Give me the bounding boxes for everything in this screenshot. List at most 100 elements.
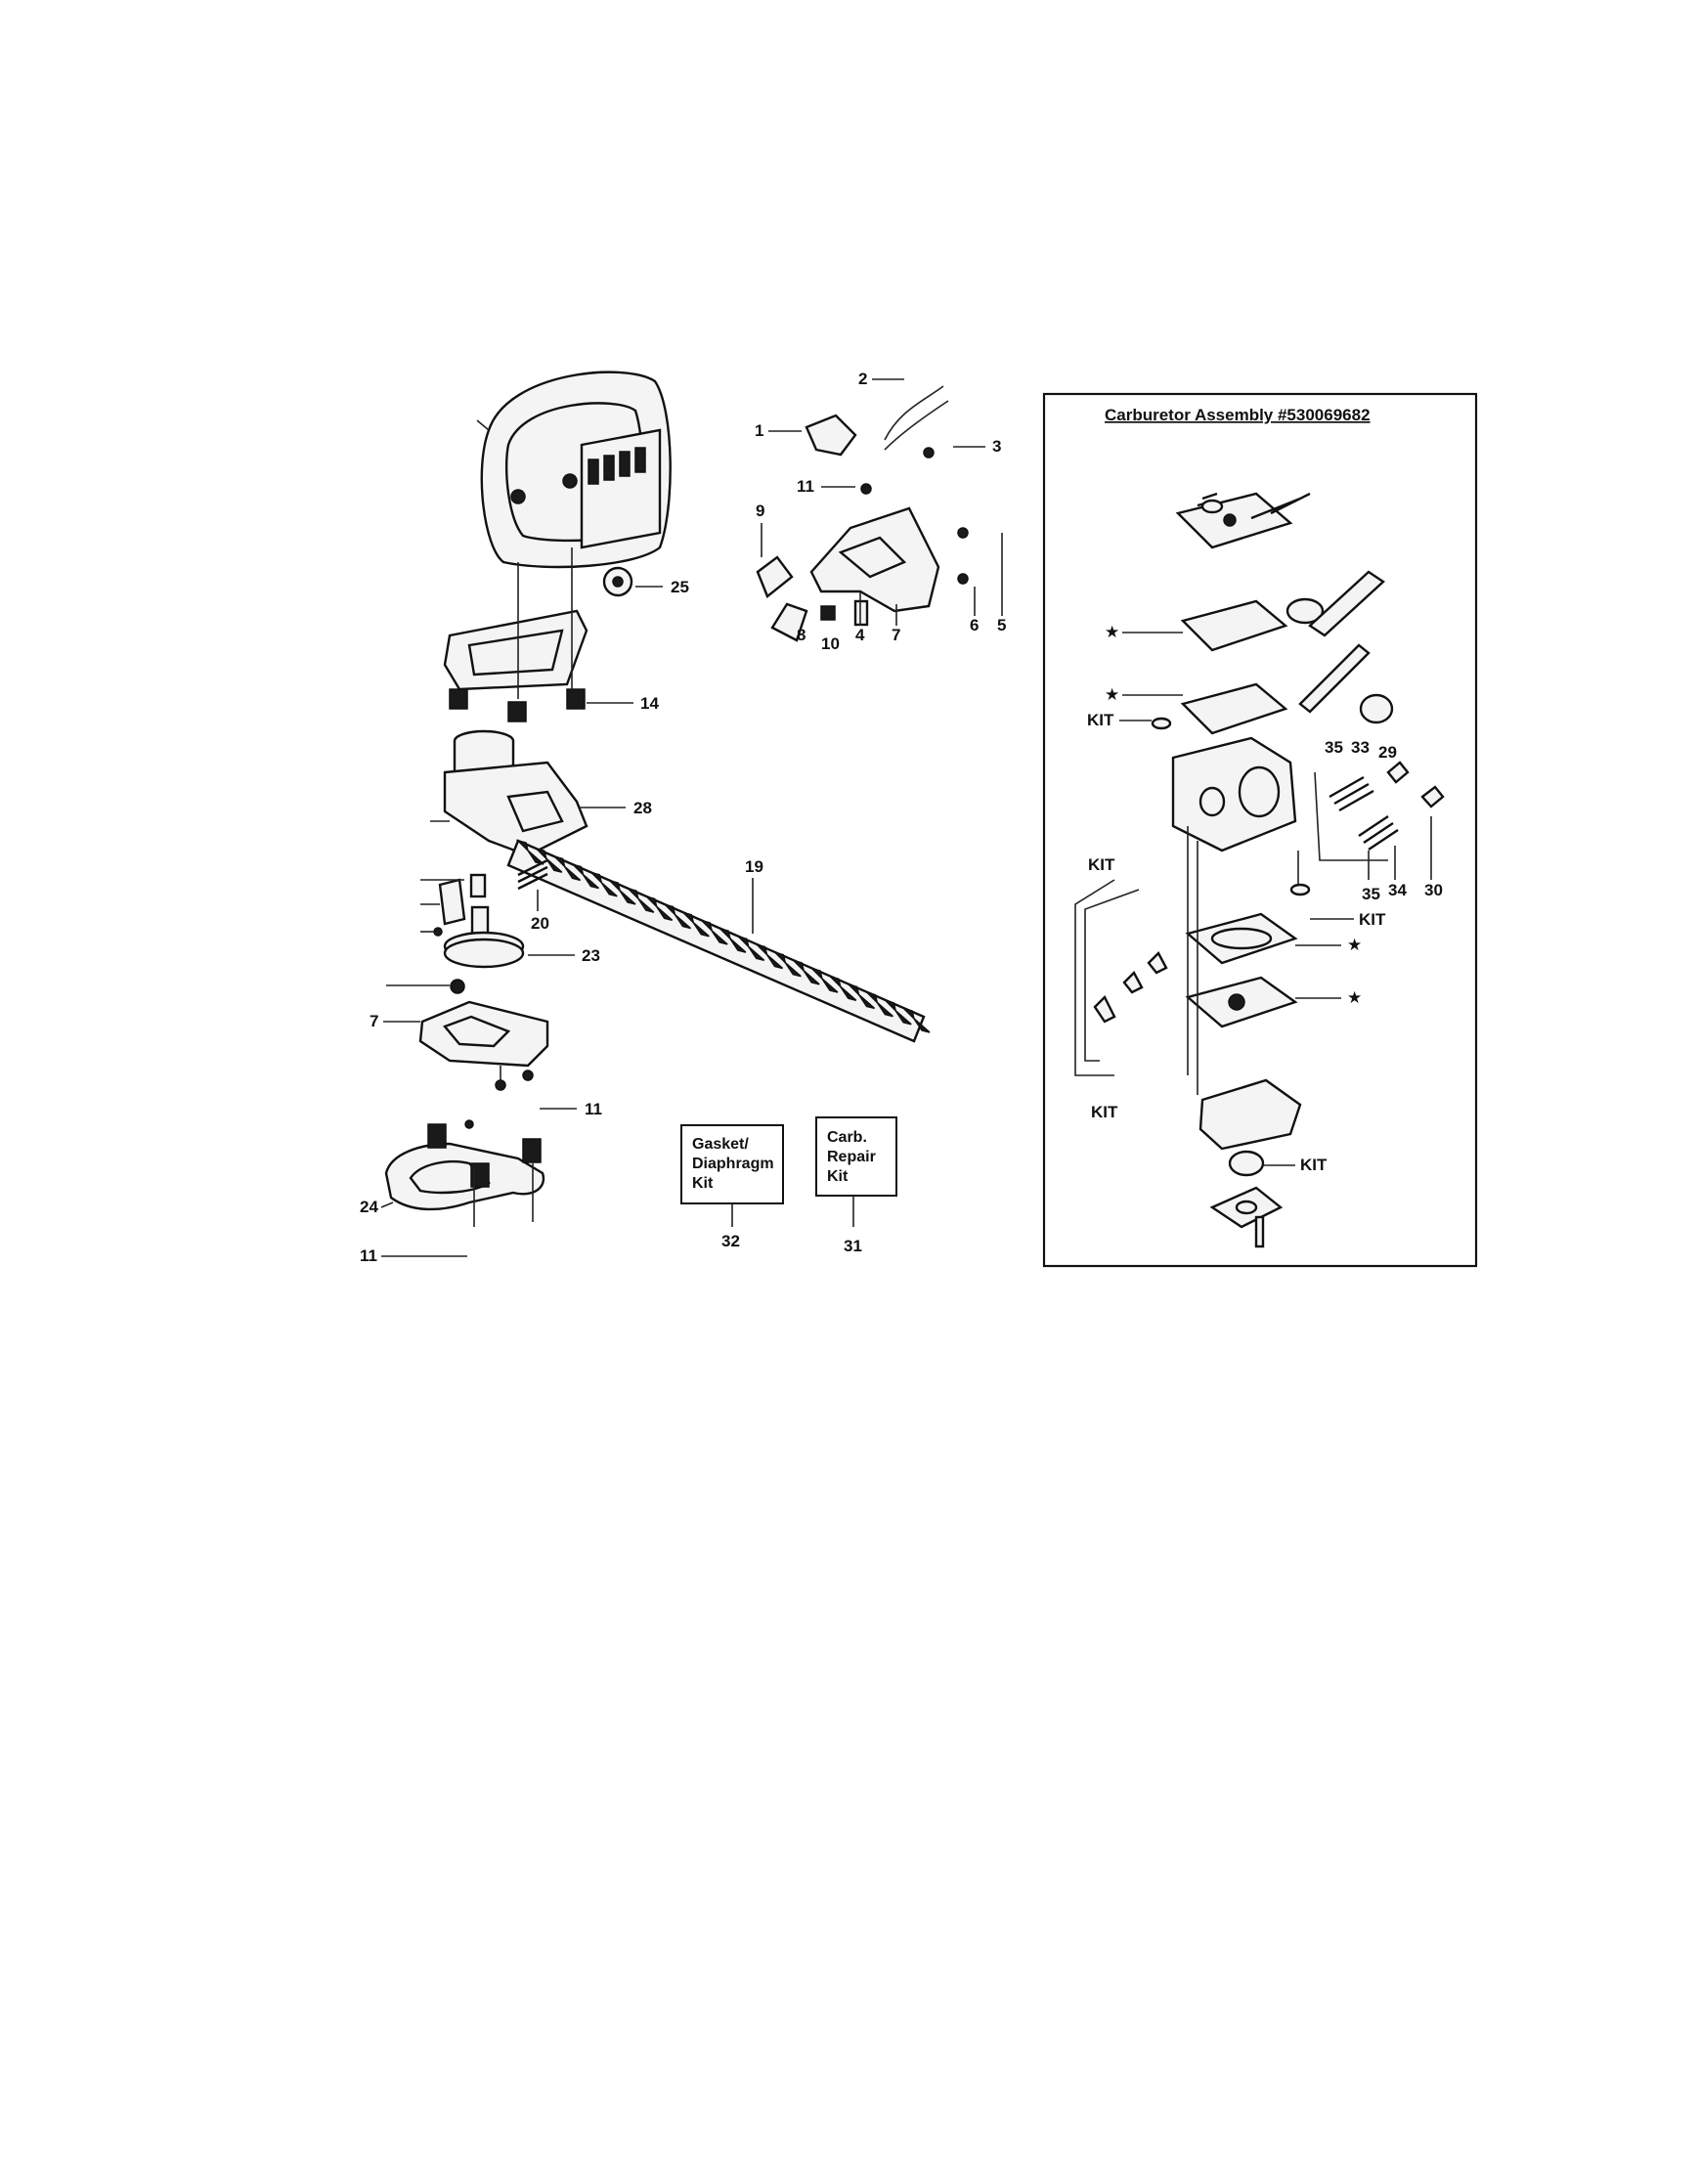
label-1: 1 [755,421,763,440]
kit-box-31-line1: Carb. [827,1129,867,1146]
carburetor-labels: ★ ★ KIT KIT KIT KIT KIT 35 33 29 35 34 3… [1087,623,1443,1174]
blade-tooth [545,857,563,873]
blade-tooth [582,874,599,890]
blade-tooth [729,938,747,953]
gearbox-housing [430,729,588,857]
kit-box-32-number: 32 [721,1232,740,1250]
carb-star-3: ★ [1347,936,1362,954]
blade-tooth [828,975,843,989]
blade-tooth [644,895,659,909]
blade-tooth [534,847,548,861]
label-4: 4 [855,626,865,644]
carb-kit-1: KIT [1087,711,1114,729]
label-11-bottom: 11 [360,1246,377,1265]
blade-tooth [755,943,768,957]
blade-tooth [913,1018,931,1033]
label-8: 8 [797,626,806,644]
label-28: 28 [633,799,652,817]
carb-kit-5: KIT [1300,1156,1328,1174]
label-3: 3 [992,437,1001,456]
label-23: 23 [582,946,600,965]
blade-tooth [821,978,839,993]
lower-handle-24 [384,1119,545,1227]
blade-tooth [765,953,784,970]
blade-tooth [784,962,802,978]
blade-tooth [674,913,691,930]
front-handle [476,371,672,569]
blade-tooth [883,999,897,1014]
blade-tooth [718,927,732,941]
label-20: 20 [531,914,549,933]
kit-box-31-line2: Repair [827,1149,876,1165]
gear-assembly [433,873,525,994]
kit-box-32-line2: Diaphragm [692,1156,774,1172]
blade-tooth [680,911,695,926]
label-7-top: 7 [892,626,900,644]
carb-label-30: 30 [1424,881,1443,899]
kit-box-32-line3: Kit [692,1175,714,1192]
blade-tooth [570,863,585,878]
blade-tooth [840,985,857,1001]
blade-tooth [699,919,714,934]
kit-box-32-line1: Gasket/ [692,1136,749,1153]
carb-repair-kit-box: Carb. Repair Kit 31 [815,1116,897,1255]
label-2: 2 [858,370,867,388]
label-11-top: 11 [797,477,814,496]
blade-tooth [588,871,603,886]
hedge-blade [506,839,926,1043]
carburetor-title: Carburetor Assembly #530069682 [1105,406,1371,424]
carb-star-1: ★ [1105,623,1119,641]
carb-label-29: 29 [1378,743,1397,762]
throttle-cover [809,447,969,613]
gear-cover [418,1000,549,1091]
trigger-9 [756,555,869,642]
part-labels: 2 1 3 11 9 6 5 8 10 4 7 25 14 28 19 20 2… [360,370,1006,1265]
blade-tooth [876,1002,893,1018]
blade-tooth [619,890,636,905]
carb-label-35-top: 35 [1325,738,1343,757]
label-9: 9 [756,502,764,520]
carb-star-2: ★ [1105,685,1119,704]
wire-2 [884,385,949,451]
blade-tooth [809,967,824,982]
blade-tooth [626,887,640,901]
blade-tooth [791,959,806,974]
spring-20 [517,858,548,891]
carb-kit-3: KIT [1359,910,1386,929]
label-14: 14 [640,694,659,713]
carb-label-35-bottom: 35 [1362,885,1380,903]
label-11-mid: 11 [585,1100,602,1118]
blade-teeth [515,839,931,1033]
blade-tooth [864,991,879,1006]
carb-label-34: 34 [1388,881,1407,899]
blade-tooth [515,839,530,853]
switch-1 [805,414,857,457]
blade-tooth [552,854,567,869]
carb-kit-2: KIT [1088,855,1115,874]
label-6: 6 [970,616,979,634]
label-25: 25 [671,578,689,596]
carburetor-box [1042,392,1478,1268]
carb-label-33: 33 [1351,738,1370,757]
blade-tooth [772,951,787,966]
blade-tooth [663,903,676,917]
blade-tooth [736,935,751,949]
label-5: 5 [997,616,1006,634]
label-10: 10 [821,634,840,653]
label-7-bottom: 7 [370,1012,378,1030]
blade-tooth [857,993,876,1010]
blade-tooth [847,983,860,997]
carburetor-parts [1074,492,1445,1248]
gasket-diaphragm-kit-box: Gasket/ Diaphragm Kit 32 [680,1124,784,1250]
blade-tooth [894,1010,912,1026]
carb-star-4: ★ [1347,988,1362,1007]
blade-tooth [692,922,710,938]
knob-25 [602,566,633,597]
handle-bracket [443,547,588,722]
carb-kit-4: KIT [1091,1103,1118,1121]
blade-tooth [901,1007,916,1022]
kit-box-31-number: 31 [844,1237,862,1255]
blade-tooth [656,905,674,922]
label-24: 24 [360,1198,378,1216]
